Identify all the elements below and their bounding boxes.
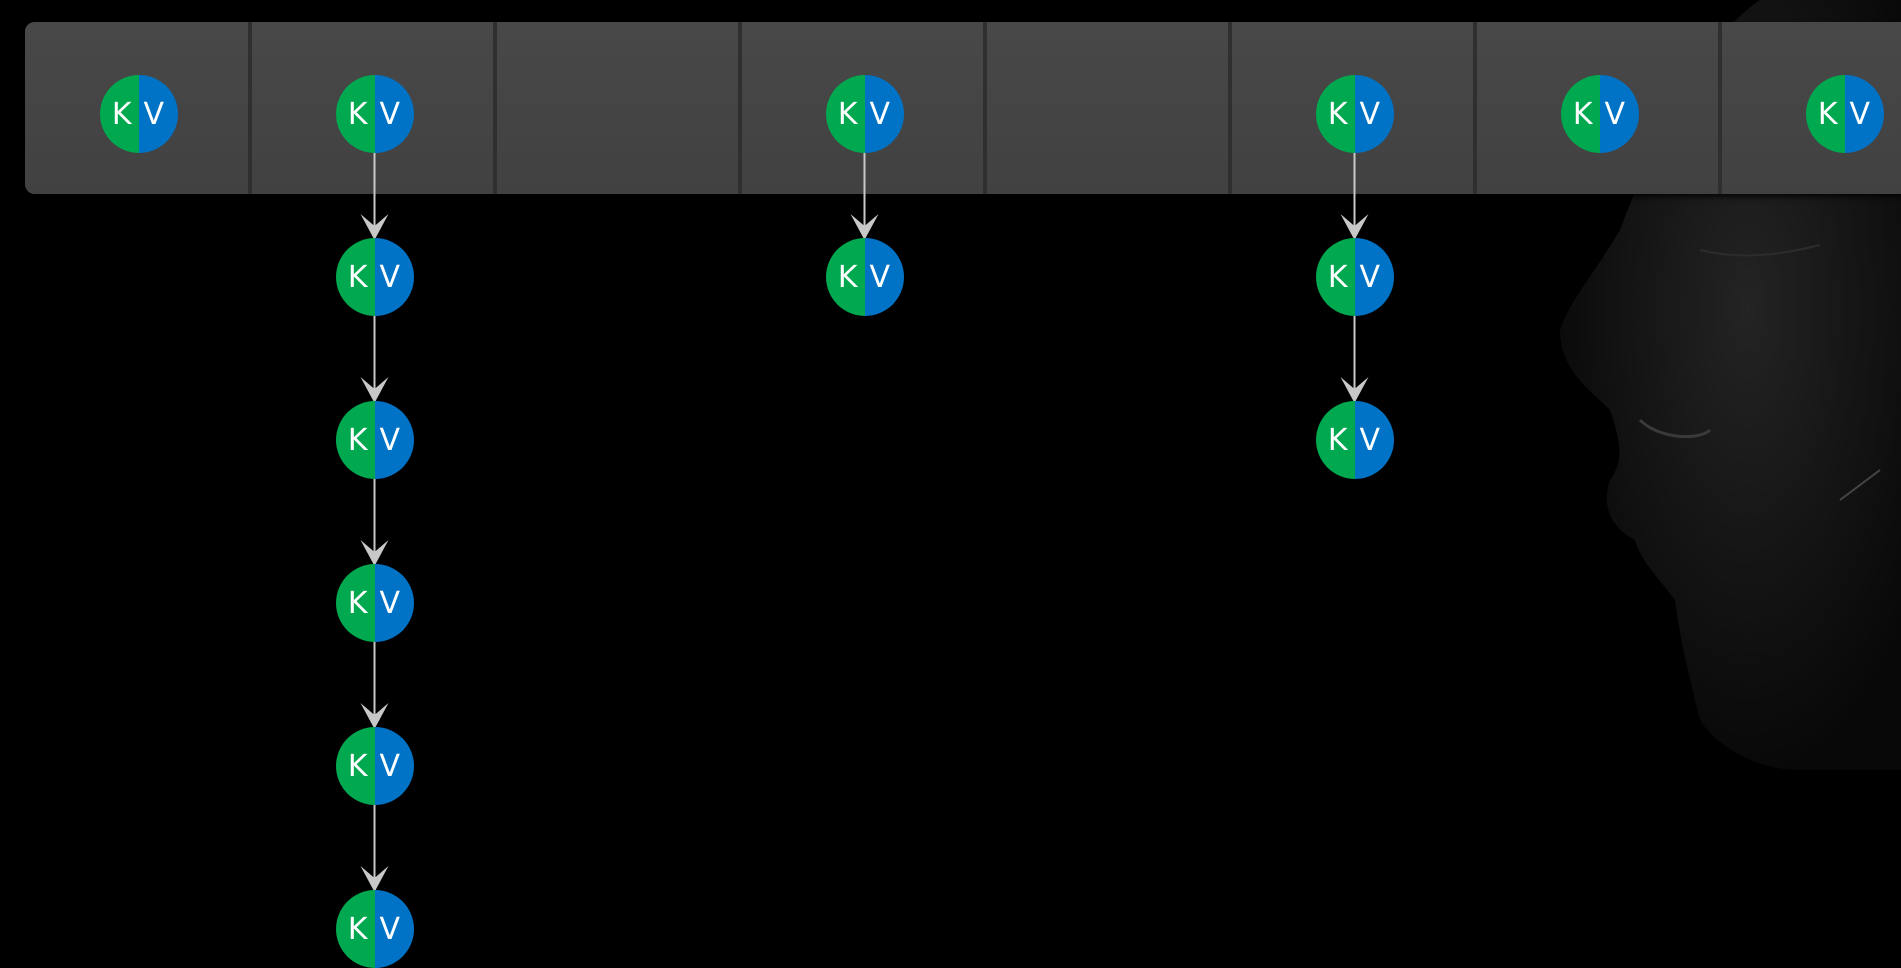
value-label: V (375, 564, 414, 642)
bucket-slot-4 (987, 22, 1232, 194)
key-label: K (1316, 238, 1355, 316)
key-label: K (1316, 401, 1355, 479)
key-label: K (336, 727, 375, 805)
5-1 (1341, 214, 1369, 240)
key-label: K (826, 238, 865, 316)
value-label: V (865, 238, 904, 316)
1-5 (361, 866, 389, 892)
key-label: K (336, 238, 375, 316)
bucket-slot-2 (497, 22, 742, 194)
3-1 (851, 214, 879, 240)
value-label: V (1355, 401, 1394, 479)
value-label: V (1355, 238, 1394, 316)
1-2 (361, 377, 389, 403)
value-label: V (375, 238, 414, 316)
5-2 (1341, 377, 1369, 403)
key-label: K (336, 401, 375, 479)
value-label: V (375, 727, 414, 805)
key-label: K (336, 564, 375, 642)
value-label: V (375, 401, 414, 479)
value-label: V (375, 890, 414, 968)
1-4 (361, 703, 389, 729)
1-1 (361, 214, 389, 240)
1-3 (361, 540, 389, 566)
key-label: K (336, 890, 375, 968)
